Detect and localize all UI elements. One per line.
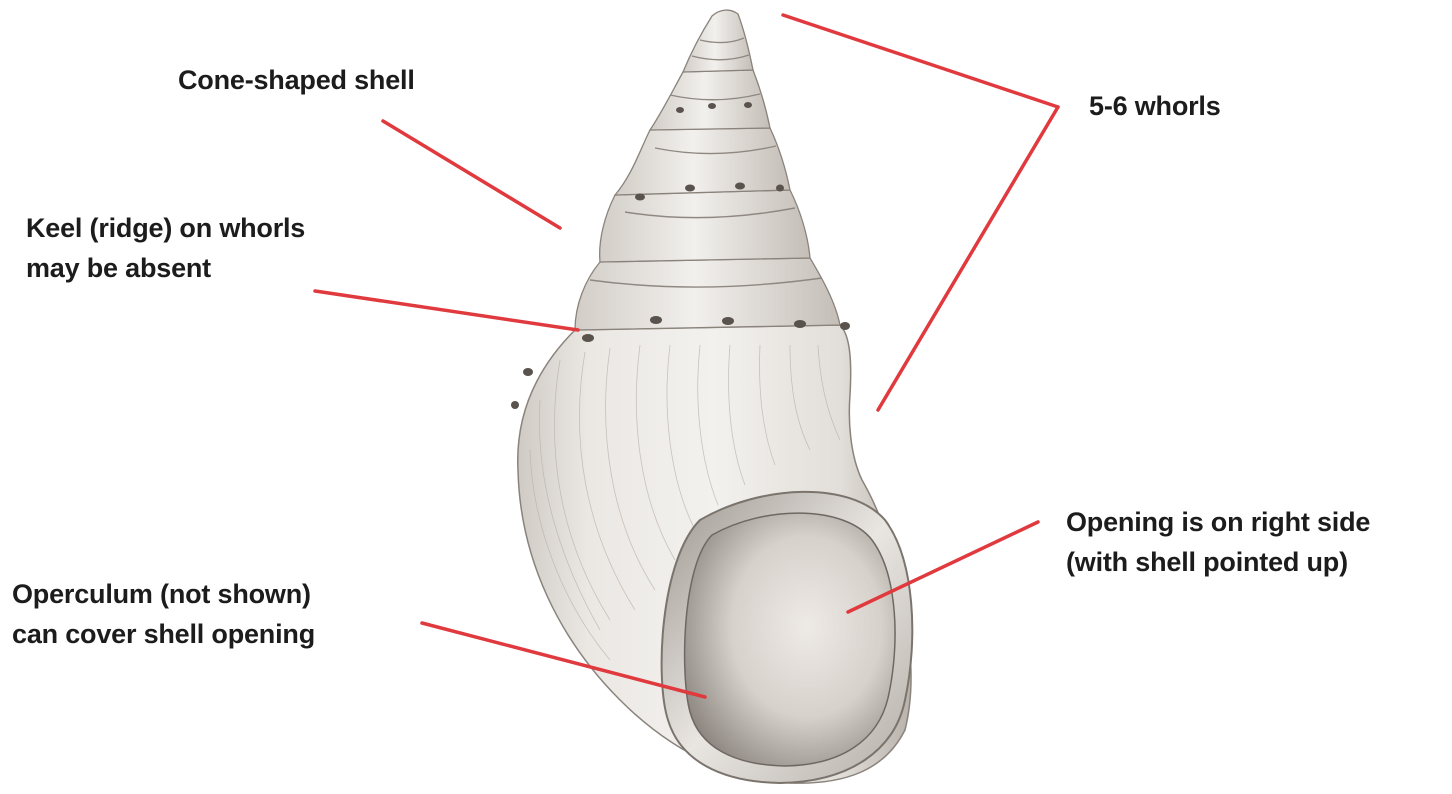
label-cone-shaped-shell: Cone-shaped shell	[178, 60, 415, 100]
spire-whorl-3	[600, 190, 810, 262]
leader-line-cone-shaped	[383, 121, 560, 228]
label-operculum-line-2: can cover shell opening	[12, 614, 315, 654]
label-opening-line-2: (with shell pointed up)	[1066, 542, 1370, 582]
label-cone-shaped-shell-line-1: Cone-shaped shell	[178, 60, 415, 100]
leader-line-whorls-bottom	[878, 107, 1058, 410]
spire-whorl-4	[575, 258, 840, 330]
label-operculum: Operculum (not shown) can cover shell op…	[12, 574, 315, 654]
spire-whorl-2	[615, 128, 790, 195]
label-opening-line-1: Opening is on right side	[1066, 502, 1370, 542]
label-operculum-line-1: Operculum (not shown)	[12, 574, 315, 614]
label-keel-line-2: may be absent	[26, 248, 305, 288]
leader-line-whorls-top	[783, 15, 1058, 107]
aperture-opening	[685, 513, 895, 766]
leader-line-keel	[315, 291, 578, 330]
label-opening: Opening is on right side (with shell poi…	[1066, 502, 1370, 582]
label-whorls-line-1: 5-6 whorls	[1089, 86, 1221, 126]
snail-shell-illustration	[511, 10, 912, 783]
label-keel: Keel (ridge) on whorls may be absent	[26, 208, 305, 288]
spire-apex	[683, 10, 753, 72]
label-whorls: 5-6 whorls	[1089, 86, 1221, 126]
label-keel-line-1: Keel (ridge) on whorls	[26, 208, 305, 248]
